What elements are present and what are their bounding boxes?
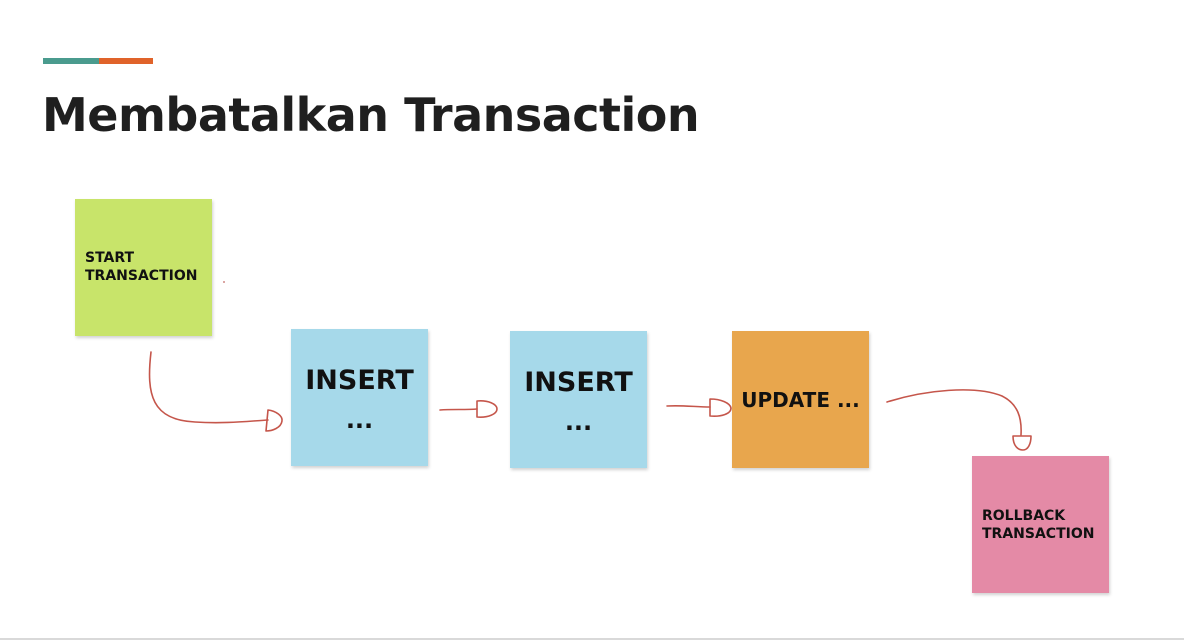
note-ellipsis: ... <box>345 405 374 434</box>
note-line: TRANSACTION <box>85 268 198 284</box>
note-ellipsis: ... <box>564 407 593 436</box>
note-line: UPDATE ... <box>741 387 860 412</box>
stray-mark <box>223 281 225 283</box>
slide-title: Membatalkan Transaction <box>42 88 700 142</box>
arrow-insert-1-to-insert-2 <box>439 400 498 418</box>
note-line: START <box>85 250 135 266</box>
note-line: TRANSACTION <box>982 525 1095 542</box>
note-line: INSERT <box>524 366 633 398</box>
note-line: INSERT <box>305 364 414 396</box>
sticky-note-start-transaction: START TRANSACTION <box>75 199 212 336</box>
sticky-note-insert-2: INSERT ... <box>510 331 647 468</box>
accent-bar-teal <box>43 58 99 64</box>
slide-bottom-border <box>0 638 1184 640</box>
arrow-start-to-insert-1 <box>148 351 283 432</box>
sticky-note-rollback-transaction: ROLLBACK TRANSACTION <box>972 456 1109 593</box>
sticky-note-update: UPDATE ... <box>732 331 869 468</box>
arrow-insert-2-to-update <box>666 398 732 417</box>
arrow-update-to-rollback <box>886 389 1032 451</box>
accent-bar-orange <box>99 58 153 64</box>
note-line: ROLLBACK <box>982 507 1066 524</box>
sticky-note-insert-1: INSERT ... <box>291 329 428 466</box>
